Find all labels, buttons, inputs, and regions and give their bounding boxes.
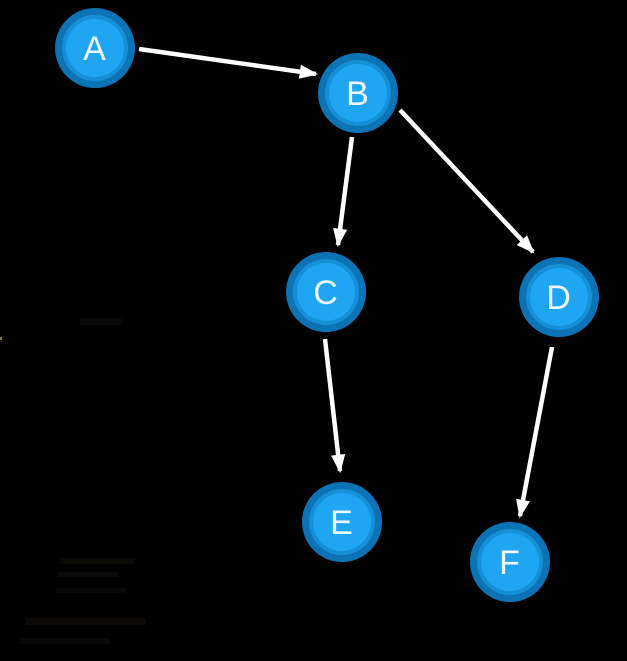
node-fill <box>530 268 588 326</box>
node-label-E: E <box>330 504 354 542</box>
node-B[interactable]: B <box>318 53 398 133</box>
node-C[interactable]: C <box>286 252 366 332</box>
edge-C-E <box>322 338 346 474</box>
node-F[interactable]: F <box>470 522 550 602</box>
node-label-B: B <box>346 75 370 113</box>
node-fill <box>329 64 387 122</box>
edges-layer <box>138 46 555 519</box>
node-label-C: C <box>313 274 339 312</box>
node-label-F: F <box>499 544 521 582</box>
node-fill <box>313 493 371 551</box>
node-D[interactable]: D <box>519 257 599 337</box>
node-fill <box>481 533 539 591</box>
edge-B-C <box>333 136 355 248</box>
edge-A-B <box>138 46 319 79</box>
node-label-D: D <box>546 279 572 317</box>
node-fill <box>297 263 355 321</box>
edge-D-F <box>516 346 555 519</box>
node-A[interactable]: A <box>55 8 135 88</box>
nodes-layer: A B C D E F <box>55 8 599 602</box>
node-E[interactable]: E <box>302 482 382 562</box>
edge-B-D <box>398 108 535 254</box>
node-label-A: A <box>83 30 107 68</box>
node-fill <box>66 19 124 77</box>
